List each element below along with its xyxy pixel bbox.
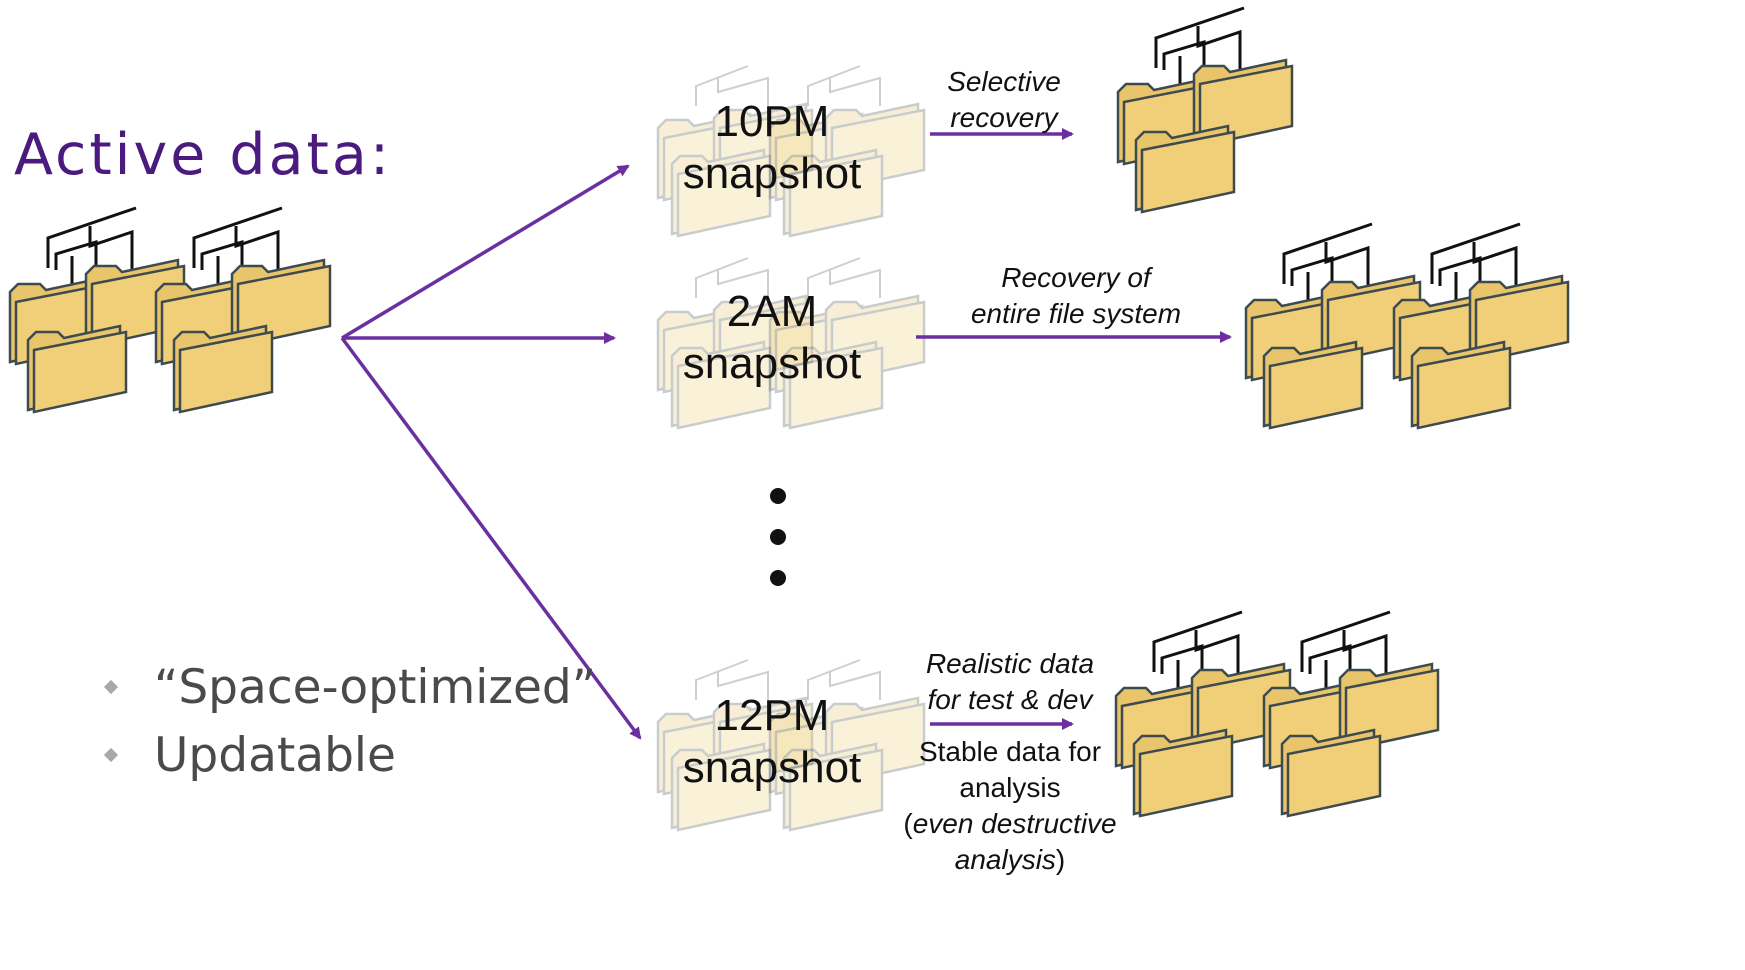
label-line: recovery (950, 102, 1058, 133)
snapshot-time: 10PM (714, 97, 830, 146)
page-title: Active data: (14, 122, 393, 188)
test-dev-folders-icon (1116, 612, 1438, 816)
paren-open: ( (903, 808, 913, 839)
bullet-text: “Space-optimized” (154, 660, 597, 715)
snapshot-time: 2AM (726, 287, 818, 336)
analysis-label: Stable data for analysis (even destructi… (896, 734, 1124, 878)
label-line: for test & dev (927, 684, 1093, 715)
ellipsis-dot (770, 488, 786, 504)
ellipsis-dot (770, 570, 786, 586)
snapshot-label: snapshot (682, 149, 862, 198)
entire-recovery-label: Recovery of entire file system (936, 260, 1216, 332)
label-line: analysis) (896, 842, 1124, 878)
arrow-to-10pm (341, 164, 630, 340)
label-line: Selective (947, 66, 1061, 97)
arrow-to-12pm (340, 336, 642, 740)
full-recovery-folders-icon (1246, 224, 1568, 428)
snapshot-12pm: 12PM snapshot (644, 656, 900, 828)
label-line: Stable data for (918, 736, 1102, 767)
bullet-text: Updatable (154, 728, 396, 783)
label-italic: analysis (954, 844, 1056, 875)
ellipsis-dot (770, 529, 786, 545)
label-line: (even destructive (896, 806, 1124, 842)
label-italic: even destructive (912, 808, 1117, 839)
selective-recovery-label: Selective recovery (904, 64, 1104, 136)
snapshot-label: snapshot (682, 743, 862, 792)
snapshot-10pm: 10PM snapshot (644, 60, 900, 232)
label-line: Recovery of (1001, 262, 1151, 293)
active-data-folders-icon (10, 208, 330, 412)
selective-recovery-folders-icon (1118, 8, 1292, 212)
snapshot-label: snapshot (682, 339, 862, 388)
label-line: entire file system (970, 298, 1182, 329)
test-dev-label: Realistic data for test & dev (910, 646, 1110, 718)
paren-close: ) (1055, 844, 1066, 875)
label-line: Realistic data (925, 648, 1095, 679)
label-line: analysis (959, 772, 1061, 803)
snapshot-2am: 2AM snapshot (644, 252, 900, 424)
snapshot-time: 12PM (714, 691, 830, 740)
